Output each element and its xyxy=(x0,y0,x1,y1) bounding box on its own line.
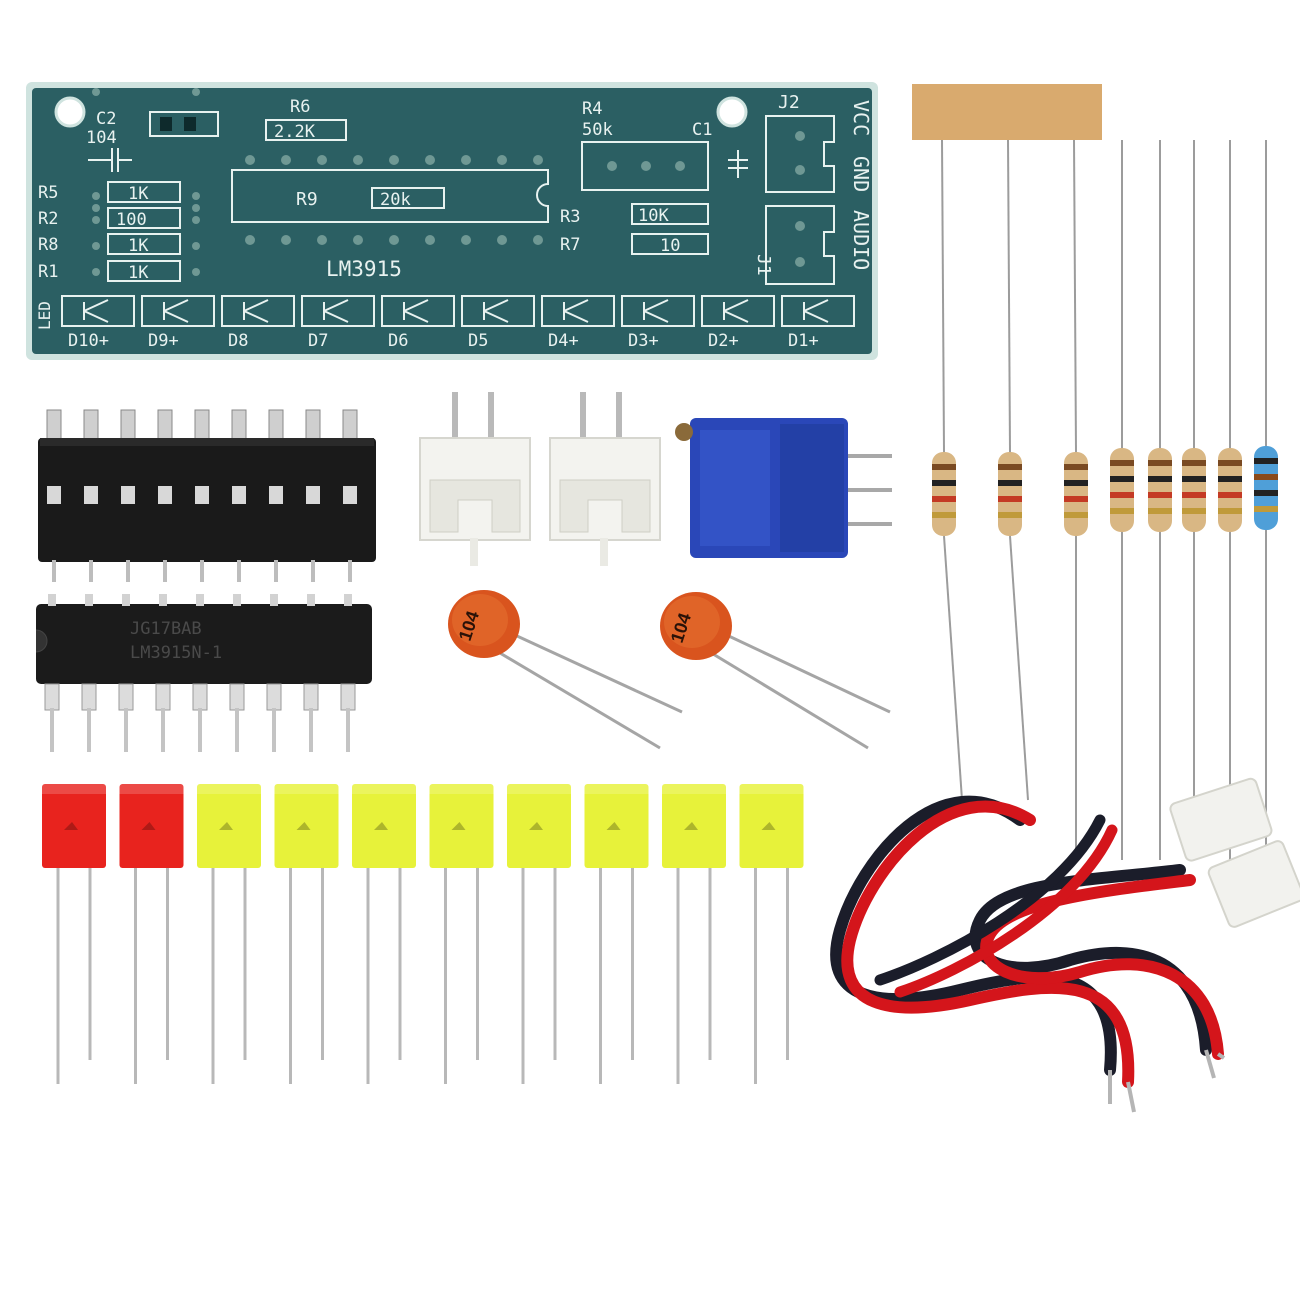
lm3915-chip: JG17BAB LM3915N-1 xyxy=(35,594,372,752)
led xyxy=(739,784,804,1084)
led-footprint: D6 xyxy=(381,295,455,351)
j1-footprint xyxy=(765,205,835,285)
ceramic-capacitor: 104 xyxy=(448,590,683,750)
led-footprint-label: D1+ xyxy=(788,331,819,351)
led-footprint-label: D2+ xyxy=(708,331,739,351)
r7-value: 10 xyxy=(660,236,680,256)
c2-ref: C2 xyxy=(96,109,116,129)
led-row xyxy=(42,784,804,1084)
r2-ref: R2 xyxy=(38,209,58,229)
r6-value: 2.2K xyxy=(274,122,316,142)
led xyxy=(507,784,571,1084)
j2-footprint xyxy=(765,115,835,193)
mounting-hole xyxy=(54,96,86,128)
led-label: LED xyxy=(35,301,54,330)
led xyxy=(42,784,106,1084)
ic-footprint xyxy=(231,169,549,223)
resistor xyxy=(1218,140,1242,860)
r8-value: 1K xyxy=(128,236,149,256)
r3-value: 10K xyxy=(638,206,669,226)
resistor-tape xyxy=(912,84,1102,140)
trimmer-potentiometer xyxy=(675,418,892,558)
led xyxy=(119,784,184,1084)
connector-2pin-a xyxy=(419,392,531,566)
connector-2pin-b xyxy=(549,392,661,566)
led-footprint-label: D6 xyxy=(388,331,408,351)
r4-value: 50k xyxy=(582,120,613,140)
led-footprint-label: D10+ xyxy=(68,331,109,351)
c2-value: 104 xyxy=(86,128,117,148)
r5-value: 1K xyxy=(128,184,149,204)
r2-value: 100 xyxy=(116,210,147,230)
gnd-label: GND xyxy=(849,156,873,192)
led-footprint-label: D8 xyxy=(228,331,248,351)
j1-ref: J1 xyxy=(753,254,774,276)
led-footprint: D10+ xyxy=(61,295,135,351)
r1-value: 1K xyxy=(128,263,149,283)
led-footprint: D2+ xyxy=(701,295,775,351)
r8-ref: R8 xyxy=(38,235,58,255)
audio-label: AUDIO xyxy=(849,210,873,270)
jumper-footprint xyxy=(149,111,219,137)
pcb-board: C2 104 R6 2.2K R4 50k C1 J2 J1 xyxy=(26,82,878,360)
led xyxy=(274,784,339,1084)
r7-ref: R7 xyxy=(560,235,580,255)
c2-footprint xyxy=(88,148,132,172)
led xyxy=(662,784,726,1084)
led-footprint: D1+ xyxy=(781,295,855,351)
led-footprint-label: D5 xyxy=(468,331,488,351)
led-footprint: D5 xyxy=(461,295,535,351)
c1-footprint xyxy=(728,150,748,178)
led-footprint-label: D7 xyxy=(308,331,328,351)
resistor xyxy=(1148,140,1172,860)
led xyxy=(197,784,261,1084)
r9-value: 20k xyxy=(380,190,411,210)
led-footprint: D8 xyxy=(221,295,295,351)
chip-date-code: JG17BAB xyxy=(130,619,202,639)
mounting-hole xyxy=(716,96,748,128)
ic-socket xyxy=(38,409,376,582)
r6-ref: R6 xyxy=(290,97,310,117)
chip-part-number: LM3915N-1 xyxy=(130,643,222,663)
resistor xyxy=(998,139,1029,801)
led xyxy=(429,784,494,1084)
resistor xyxy=(1182,140,1206,860)
led-footprint-label: D3+ xyxy=(628,331,659,351)
ic-ref: LM3915 xyxy=(326,257,402,281)
r3-ref: R3 xyxy=(560,207,580,227)
resistors xyxy=(932,139,1278,860)
led-footprint-label: D9+ xyxy=(148,331,179,351)
resistor xyxy=(932,139,963,801)
led-footprints: D10+ D9+ D8 D7 D6 D5 D4+ D3+ D2+ D1+ xyxy=(61,295,855,351)
c1-ref: C1 xyxy=(692,120,712,140)
led-footprint-label: D4+ xyxy=(548,331,579,351)
led-footprint: D4+ xyxy=(541,295,615,351)
r9-ref: R9 xyxy=(296,189,318,210)
vcc-label: VCC xyxy=(849,100,873,136)
j2-ref: J2 xyxy=(778,92,800,113)
r5-ref: R5 xyxy=(38,183,58,203)
ceramic-capacitor: 104 xyxy=(660,592,891,750)
resistor xyxy=(1254,140,1278,860)
r1-ref: R1 xyxy=(38,262,58,282)
led xyxy=(352,784,416,1084)
r4-ref: R4 xyxy=(582,99,602,119)
wire-harness xyxy=(830,777,1300,1113)
via-holes xyxy=(92,88,543,276)
led-footprint: D7 xyxy=(301,295,375,351)
r4-footprint xyxy=(581,141,709,191)
led-footprint: D9+ xyxy=(141,295,215,351)
led-footprint: D3+ xyxy=(621,295,695,351)
resistor xyxy=(1064,139,1088,860)
led xyxy=(584,784,649,1084)
resistor xyxy=(1110,140,1134,860)
